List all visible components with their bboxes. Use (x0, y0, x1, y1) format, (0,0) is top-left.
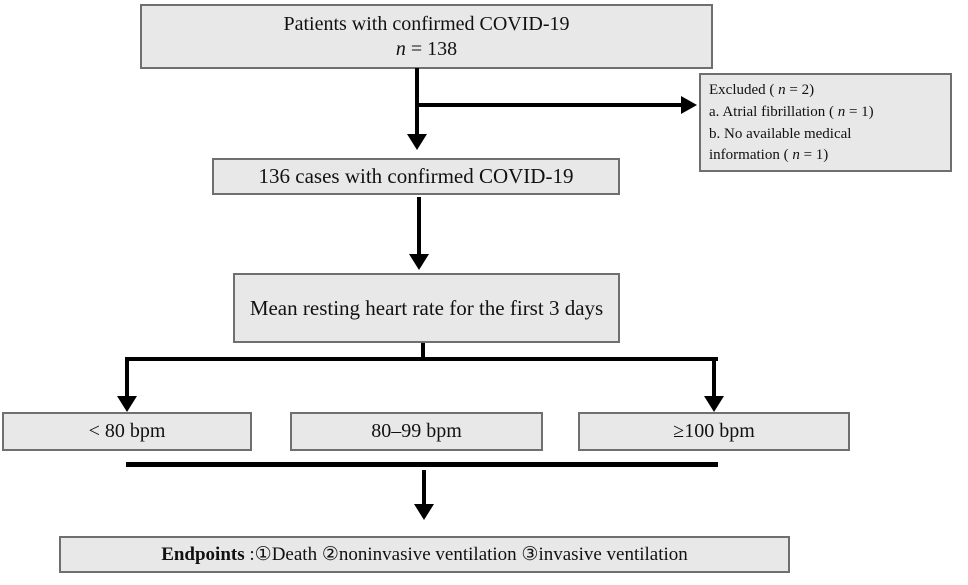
excluded-line3: b. No available medical (709, 125, 852, 142)
connector-cases-to-heart-rate (417, 197, 421, 254)
box-excluded: Excluded ( n = 2) a. Atrial fibrillation… (699, 73, 952, 172)
excluded-line2: a. Atrial fibrillation ( n = 1) (709, 103, 874, 120)
n-symbol: n (837, 103, 846, 120)
arrowhead-down-icon (409, 254, 429, 270)
connector-patients-to-cases (415, 68, 419, 134)
box-hr-low: < 80 bpm (2, 412, 252, 451)
box-hr-low-label: < 80 bpm (88, 420, 166, 442)
n-symbol: n (778, 82, 786, 98)
connector-heart-rate-stub (421, 343, 425, 359)
arrowhead-right-icon (681, 96, 697, 114)
endpoints-bold: Endpoints (161, 543, 245, 565)
endpoints-rest: :①Death ②noninvasive ventilation ③invasi… (244, 543, 688, 565)
box-endpoints: Endpoints :①Death ②noninvasive ventilati… (59, 536, 790, 573)
box-136-cases-label: 136 cases with confirmed COVID-19 (258, 164, 574, 189)
connector-to-endpoints (422, 470, 426, 504)
arrowhead-down-icon (414, 504, 434, 520)
gather-line (126, 462, 718, 467)
box-hr-high-label: ≥100 bpm (673, 420, 755, 442)
box-136-cases: 136 cases with confirmed COVID-19 (212, 158, 620, 195)
arrowhead-down-icon (407, 134, 427, 150)
arrowhead-down-icon (704, 396, 724, 412)
box-patients-line2: n = 138 (396, 37, 457, 62)
box-heart-rate-label: Mean resting heart rate for the first 3 … (249, 295, 604, 320)
connector-branch-left (125, 357, 129, 396)
box-patients-line1: Patients with confirmed COVID-19 (283, 12, 570, 35)
box-patients-confirmed: Patients with confirmed COVID-19 n = 138 (140, 4, 713, 69)
connector-to-excluded (415, 103, 681, 107)
connector-branch-right (712, 357, 716, 396)
excluded-line1: Excluded ( n = 2) (709, 82, 815, 98)
box-hr-mid: 80–99 bpm (290, 412, 543, 451)
n-value: = 138 (405, 37, 458, 60)
box-endpoints-label: Endpoints :①Death ②noninvasive ventilati… (161, 543, 688, 567)
connector-branch-horizontal (125, 357, 718, 361)
n-symbol: n (792, 147, 800, 164)
n-symbol: n (395, 37, 406, 60)
excluded-line4: information ( n = 1) (709, 147, 829, 164)
box-heart-rate: Mean resting heart rate for the first 3 … (233, 273, 620, 343)
box-hr-high: ≥100 bpm (578, 412, 850, 451)
box-hr-mid-label: 80–99 bpm (371, 420, 462, 442)
arrowhead-down-icon (117, 396, 137, 412)
